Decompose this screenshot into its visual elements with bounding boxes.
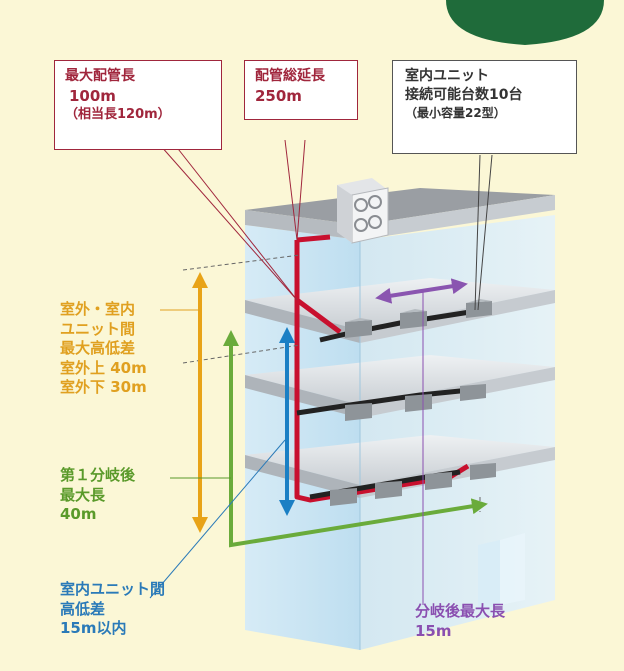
indoor-unit [345,403,372,421]
indoor-count-line2: 接続可能台数10台 [405,86,523,103]
after-branch-line2: 最大長 [60,485,106,504]
indoor-diff-line1: 室内ユニット間 [60,580,166,598]
building [245,188,555,650]
indoor-unit [405,394,432,412]
height-diff-line1: 室外・室内 [60,300,136,318]
branch-max-line2: 15m [415,621,452,640]
indoor-unit-count-callout: 室内ユニット 接続可能台数10台 （最小容量22型） [392,60,577,154]
after-branch-label: 第１分岐後 最大長 40m [60,466,135,525]
indoor-diff-line3: 15m以内 [60,619,127,637]
height-diff-line2: ユニット間 [60,319,136,338]
total-pipe-value: 250m [255,86,302,105]
indoor-unit [330,488,357,506]
after-branch-line1: 第１分岐後 [60,466,136,484]
indoor-unit [425,472,452,490]
height-diff-line3: 最大高低差 [60,339,136,357]
max-pipe-value: 100m [69,86,116,105]
indoor-unit [345,318,372,338]
indoor-count-line3: （最小容量22型） [405,105,506,120]
indoor-diff-line2: 高低差 [60,599,106,618]
max-pipe-title: 最大配管長 [65,68,135,84]
indoor-count-line1: 室内ユニット [405,68,489,84]
green-badge [446,0,604,45]
total-pipe-title: 配管総延長 [255,68,325,84]
indoor-unit [375,481,402,499]
branch-max-length-label: 分岐後最大長 15m [415,602,505,641]
height-diff-line4: 室外上 40m [60,358,147,377]
indoor-height-diff-label: 室内ユニット間 高低差 15m以内 [60,580,165,639]
after-branch-line3: 40m [60,505,97,523]
indoor-unit [400,309,427,329]
leader-lines [149,139,493,605]
total-pipe-length-callout: 配管総延長 250m [244,60,358,120]
branch-length-arrow [375,278,468,304]
height-difference-label: 室外・室内 ユニット間 最大高低差 室外上 40m 室外下 30m [60,300,147,398]
height-diff-line5: 室外下 30m [60,378,147,396]
after-branch-arrow [223,330,488,548]
branch-max-line1: 分岐後最大長 [415,602,506,620]
outdoor-unit [337,178,389,244]
max-pipe-length-callout: 最大配管長 100m （相当長120m） [54,60,222,150]
roof-slab [245,188,555,225]
entrance-door [478,533,525,610]
max-pipe-note: （相当長120m） [65,107,171,123]
